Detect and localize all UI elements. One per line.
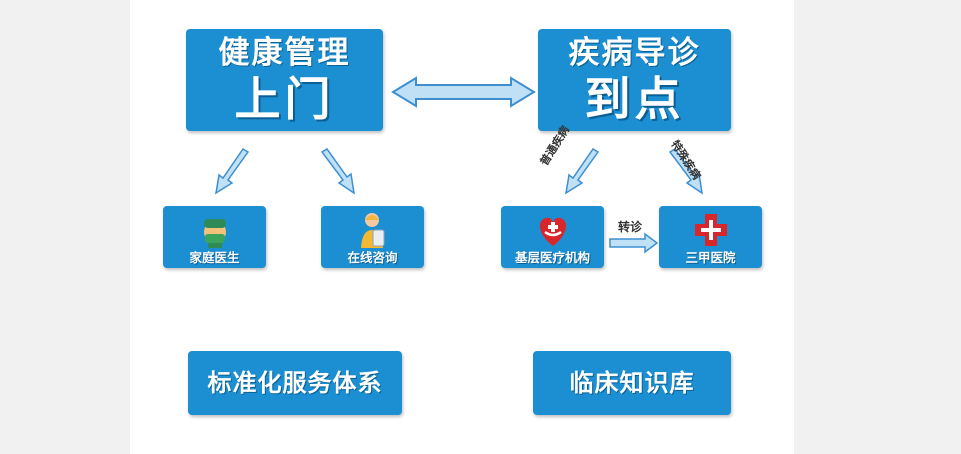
service-system-label: 标准化服务体系: [207, 369, 383, 397]
disease-triage-subtitle: 到点: [584, 72, 685, 126]
online-consult-box: 在线咨询: [321, 206, 424, 268]
heart-hands-icon: [539, 217, 566, 246]
health-management-subtitle: 上门: [234, 72, 335, 126]
referral-label: 转诊: [618, 220, 643, 234]
referral-arrow: [609, 232, 659, 254]
hospital-cross-icon: [694, 214, 727, 246]
bidirectional-arrow: [391, 76, 536, 108]
online-consult-label: 在线咨询: [347, 250, 398, 265]
arrow-to-primary-care: [564, 147, 600, 195]
disease-triage-title: 疾病导诊: [568, 35, 701, 71]
tertiary-hospital-box: 三甲医院: [659, 206, 762, 268]
arrow-to-family-doctor: [214, 147, 250, 195]
family-doctor-box: 家庭医生: [163, 206, 266, 268]
knowledge-base-box: 临床知识库: [533, 351, 731, 415]
primary-care-box: 基层医疗机构: [501, 206, 604, 268]
health-management-title: 健康管理: [218, 35, 351, 71]
disease-triage-box: 疾病导诊 到点: [538, 29, 731, 131]
health-management-box: 健康管理 上门: [186, 29, 383, 131]
family-doctor-label: 家庭医生: [189, 250, 240, 265]
primary-care-label: 基层医疗机构: [514, 250, 590, 265]
doctor-icon: [203, 219, 226, 248]
arrow-to-online-consult: [320, 148, 356, 195]
knowledge-base-label: 临床知识库: [569, 369, 695, 397]
tertiary-hospital-label: 三甲医院: [685, 250, 736, 265]
arrow-to-tertiary-hospital: [668, 148, 704, 195]
consultant-icon: [360, 213, 384, 248]
service-system-box: 标准化服务体系: [188, 351, 402, 415]
